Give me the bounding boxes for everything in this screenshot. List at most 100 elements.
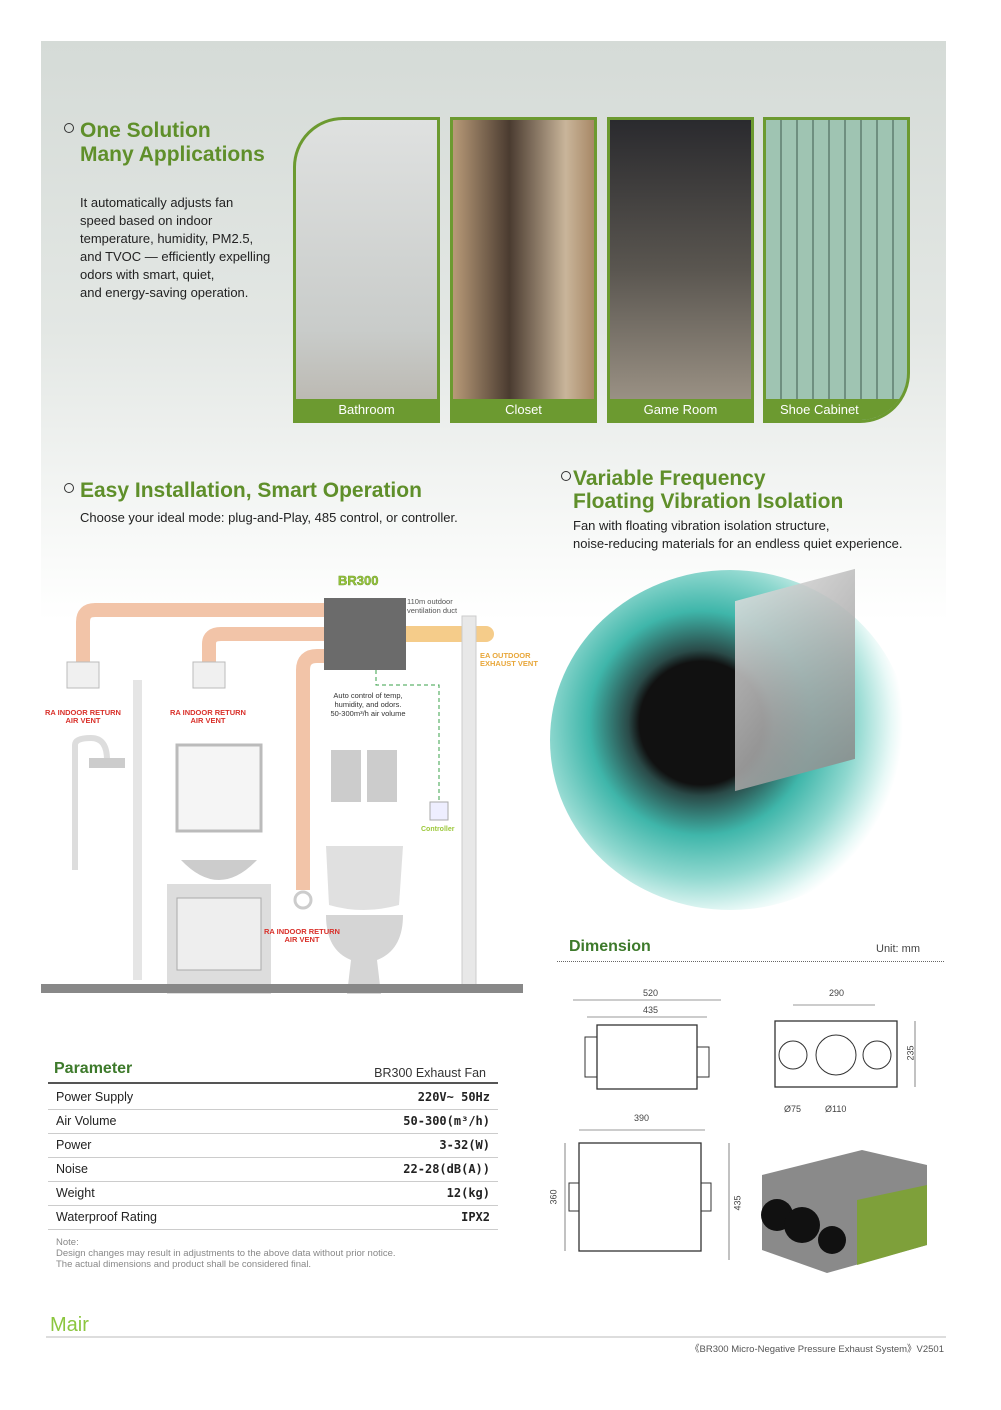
bullet-icon <box>561 471 571 482</box>
note-line: 50-300m³/h air volume <box>330 709 406 718</box>
dim-110: Ø110 <box>825 1104 847 1114</box>
mirror <box>175 743 263 833</box>
label-line: RA INDOOR RETURN <box>264 927 340 936</box>
wall-partition <box>133 680 142 980</box>
dim-290: 290 <box>829 988 845 998</box>
desc-line: and TVOC — efficiently expelling <box>80 249 271 264</box>
note-line: ventilation duct <box>407 606 458 615</box>
dim-435-side: 435 <box>732 1195 743 1211</box>
desc-line: and energy-saving operation. <box>80 285 249 300</box>
note-label: Note: <box>56 1237 79 1248</box>
photo-game-room: Game Room <box>607 117 754 423</box>
dim-360: 360 <box>548 1189 559 1205</box>
duct-1 <box>76 603 326 670</box>
fan-bracket-image <box>735 568 855 792</box>
photo-label: Closet <box>453 399 594 420</box>
dimension-header: Dimension Unit: mm <box>557 936 944 962</box>
label-line: EA OUTDOOR <box>480 651 531 660</box>
desc-line: Fan with floating vibration isolation st… <box>573 518 830 533</box>
dim-520: 520 <box>643 988 659 998</box>
dim-235: 235 <box>905 1045 916 1061</box>
wall <box>461 615 477 987</box>
top-view <box>573 999 721 1090</box>
vent-icon <box>66 661 100 689</box>
br300-unit <box>324 598 406 670</box>
desc-line: It automatically adjusts fan <box>80 195 234 210</box>
duct-3 <box>296 649 326 890</box>
applications-description: It automatically adjusts fan speed based… <box>80 194 270 302</box>
cabinet-door <box>176 897 262 971</box>
installation-diagram <box>41 598 523 994</box>
title-line: One Solution <box>80 119 211 142</box>
auto-control-note: Auto control of temp,humidity, and odors… <box>318 691 418 718</box>
param-name: Air Volume <box>48 1109 288 1134</box>
label-line: AIR VENT <box>190 716 226 725</box>
fan-isolation-image <box>550 570 910 910</box>
applications-title: One Solution Many Applications <box>64 119 265 167</box>
side-view <box>564 1129 730 1260</box>
note-line: humidity, and odors. <box>334 700 402 709</box>
photo-label: Shoe Cabinet <box>766 399 907 420</box>
vibration-title: Variable Frequency Floating Vibration Is… <box>561 467 843 513</box>
title-line: Floating Vibration Isolation <box>573 490 844 513</box>
control-wire <box>375 670 440 810</box>
duct-2 <box>202 627 326 670</box>
note-line: Design changes may result in adjustments… <box>56 1248 396 1259</box>
dim-75: Ø75 <box>784 1104 802 1114</box>
parameter-model: BR300 Exhaust Fan <box>374 1066 486 1080</box>
param-name: Noise <box>48 1157 288 1182</box>
param-name: Power <box>48 1133 288 1158</box>
floor-vent-icon <box>293 890 313 910</box>
bullet-icon <box>64 483 74 494</box>
title-line: Many Applications <box>80 143 265 166</box>
param-name: Power Supply <box>48 1085 288 1110</box>
param-value: 3-32(W) <box>287 1133 498 1158</box>
photo-shoe-cabinet: Shoe Cabinet <box>763 117 910 423</box>
desc-line: speed based on indoor <box>80 213 213 228</box>
param-name: Weight <box>48 1181 288 1206</box>
param-value: 50-300(m³/h) <box>287 1109 498 1134</box>
note-line: 110m outdoor <box>407 597 453 606</box>
photo-label: Bathroom <box>296 399 437 420</box>
toilet-tank <box>326 846 403 910</box>
floor <box>41 984 523 993</box>
product-photo <box>761 1150 927 1273</box>
toilet-icon <box>326 915 403 994</box>
photo-bathroom: Bathroom <box>293 117 440 423</box>
dimension-unit: Unit: mm <box>876 943 920 955</box>
dim-390: 390 <box>634 1113 650 1123</box>
dim-435: 435 <box>643 1005 659 1015</box>
controller-label: Controller <box>421 826 455 833</box>
param-value: 22-28(dB(A)) <box>287 1157 498 1182</box>
parameter-title: Parameter <box>54 1060 133 1077</box>
installation-subtitle: Choose your ideal mode: plug-and-Play, 4… <box>80 510 458 525</box>
towel <box>367 750 397 802</box>
title-line: Variable Frequency <box>573 467 766 490</box>
shower-icon <box>72 734 110 870</box>
param-name: Waterproof Rating <box>48 1205 288 1230</box>
vibration-description: Fan with floating vibration isolation st… <box>573 517 903 553</box>
label-line: AIR VENT <box>284 935 320 944</box>
footer-divider <box>46 1336 946 1338</box>
title-text: Easy Installation, Smart Operation <box>80 479 422 502</box>
desc-line: noise-reducing materials for an endless … <box>573 536 903 551</box>
parameter-note: Note: Design changes may result in adjus… <box>56 1237 396 1270</box>
dimension-drawings <box>564 999 927 1273</box>
photo-closet: Closet <box>450 117 597 423</box>
document-title: 《BR300 Micro-Negative Pressure Exhaust S… <box>690 1344 944 1355</box>
shower-head <box>89 758 125 768</box>
note-line: Auto control of temp, <box>333 691 403 700</box>
desc-line: temperature, humidity, PM2.5, <box>80 231 254 246</box>
param-value: IPX2 <box>287 1205 498 1230</box>
towel <box>331 750 361 802</box>
bullet-icon <box>64 123 74 134</box>
